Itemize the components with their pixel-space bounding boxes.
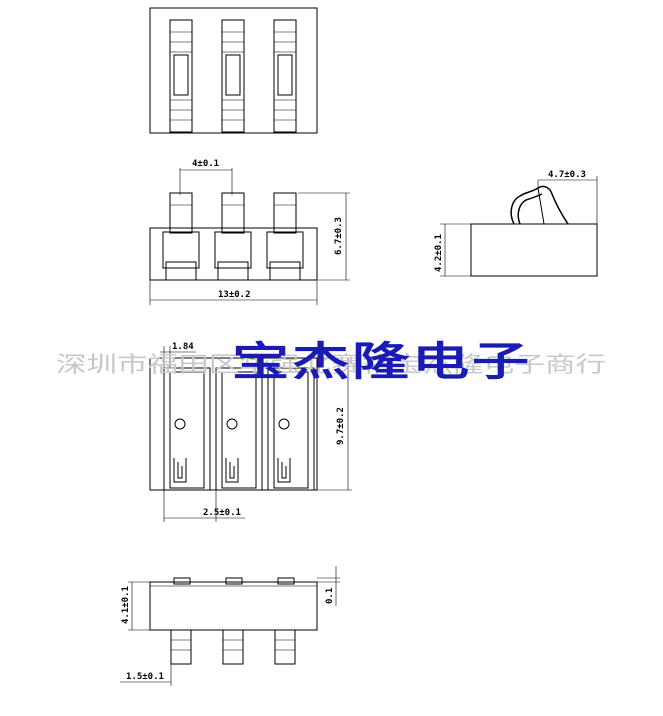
bottom-leg-1 <box>170 629 192 665</box>
front-contact-2 <box>214 192 252 281</box>
top-view-contact-2 <box>221 19 245 133</box>
spring-contact <box>510 185 569 225</box>
dim-bottom-offset: 0.1 <box>325 588 335 604</box>
top-view-contact-1 <box>169 19 193 133</box>
bottom-view <box>149 346 352 522</box>
top-view <box>149 7 318 134</box>
dim-total-width: 13±0.2 <box>218 290 251 300</box>
dim-top-small: 1.84 <box>172 342 194 352</box>
side-view <box>440 176 598 277</box>
pad-2 <box>215 367 263 491</box>
front-contact-1 <box>162 192 200 281</box>
front-contact-3 <box>266 192 304 281</box>
dim-side-top: 4.7±0.3 <box>548 170 586 180</box>
brand-text: 宝杰隆电子 <box>232 338 532 385</box>
pad-3 <box>267 367 315 491</box>
bottom-side-view <box>120 566 340 686</box>
watermark-text: 深圳市福田区华强北赛格宝杰隆电子商行 <box>56 353 606 378</box>
top-view-contact-3 <box>273 19 297 133</box>
dim-pad-width: 2.5±0.1 <box>203 508 241 518</box>
dim-pitch: 4±0.1 <box>192 159 219 169</box>
dim-depth: 9.7±0.2 <box>336 407 346 445</box>
pad-1 <box>163 367 211 491</box>
bottom-leg-2 <box>222 629 244 665</box>
dim-side-height: 4.2±0.1 <box>434 234 444 272</box>
front-view <box>149 168 350 305</box>
dim-front-height: 6.7±0.3 <box>334 217 344 255</box>
bottom-leg-3 <box>274 629 296 665</box>
dim-bottom-left: 1.5±0.1 <box>126 672 164 682</box>
dim-bottom-height: 4.1±0.1 <box>121 586 131 624</box>
